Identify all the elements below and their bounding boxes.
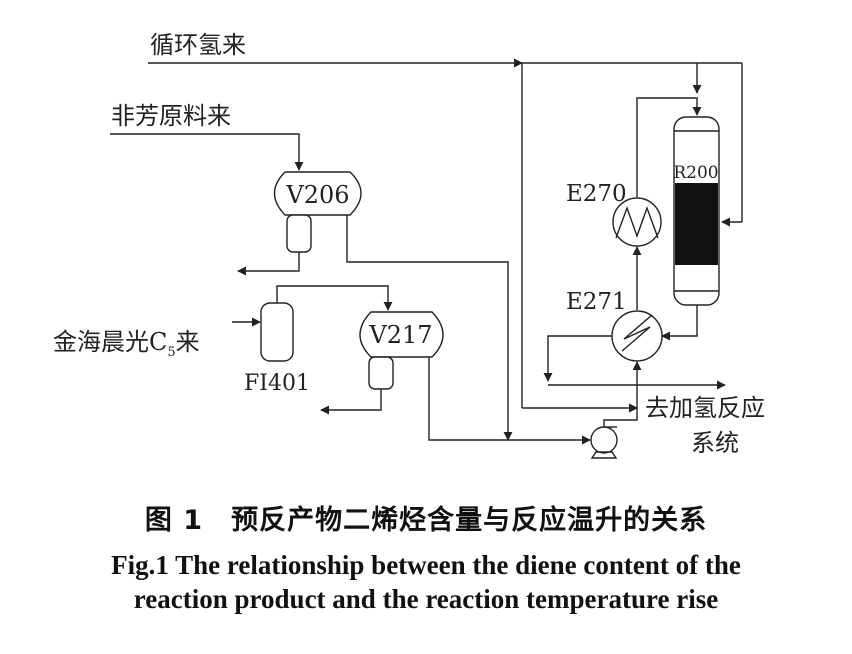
non-aromatic-feed-label: 非芳原料来: [111, 102, 231, 130]
v206-vessel: [273, 171, 362, 216]
v206-boot: [286, 214, 312, 253]
reactor-bottom-to-e271: [661, 305, 698, 341]
v217-to-pump-line: [428, 357, 508, 441]
e270-label: E270: [566, 181, 627, 207]
r200-label: R200: [673, 163, 718, 183]
caption-chinese: 图 1 预反产物二烯烃含量与反应温升的关系: [0, 498, 852, 537]
v206-label: V206: [285, 181, 349, 209]
process-flow-diagram: 循环氢来 非芳原料来 金海晨光C5来 V206 V217 FI401 R200 …: [53, 31, 765, 459]
pump-base: [590, 451, 618, 459]
fi401-filter: [260, 302, 294, 362]
figure-number: 图 1: [144, 505, 204, 536]
fi401-label: FI401: [244, 371, 310, 396]
pump-icon: [590, 426, 618, 454]
e271-label: E271: [566, 289, 627, 315]
to-hydrogenation-label-1: 去加氢反应: [645, 394, 765, 422]
v206-bottom-outlet: [237, 252, 300, 276]
non-aromatic-feed-line: [110, 133, 304, 171]
jinhai-c5-label: 金海晨光C5来: [53, 328, 200, 360]
e271-zigzag: [621, 314, 653, 352]
r200-catalyst-bed: [675, 183, 718, 265]
caption-english: Fig.1 The relationship between the diene…: [0, 548, 852, 616]
to-hydrogenation-label-2: 系统: [691, 429, 739, 457]
v217-bottom-outlet: [320, 389, 382, 415]
e271-exchanger-icon: [611, 310, 663, 362]
figure-title-zh: 预反产物二烯烃含量与反应温升的关系: [231, 505, 708, 536]
e271-shell-outlet: [543, 335, 612, 382]
v217-vessel: [359, 311, 444, 358]
v206-to-pump-line: [346, 215, 513, 441]
caption-english-line-1: Fig.1 The relationship between the diene…: [111, 550, 741, 580]
v217-boot: [368, 356, 394, 390]
fi401-to-v217-line: [276, 285, 393, 311]
caption-english-line-2: reaction product and the reaction temper…: [133, 584, 719, 614]
e270-zigzag: [615, 205, 659, 239]
v217-label: V217: [368, 321, 432, 349]
e270-to-reactor-top-line: [636, 97, 702, 197]
recycle-hydrogen-label: 循环氢来: [150, 31, 246, 59]
e270-heater-icon: [612, 197, 662, 247]
pump-discharge-line: [603, 361, 642, 427]
